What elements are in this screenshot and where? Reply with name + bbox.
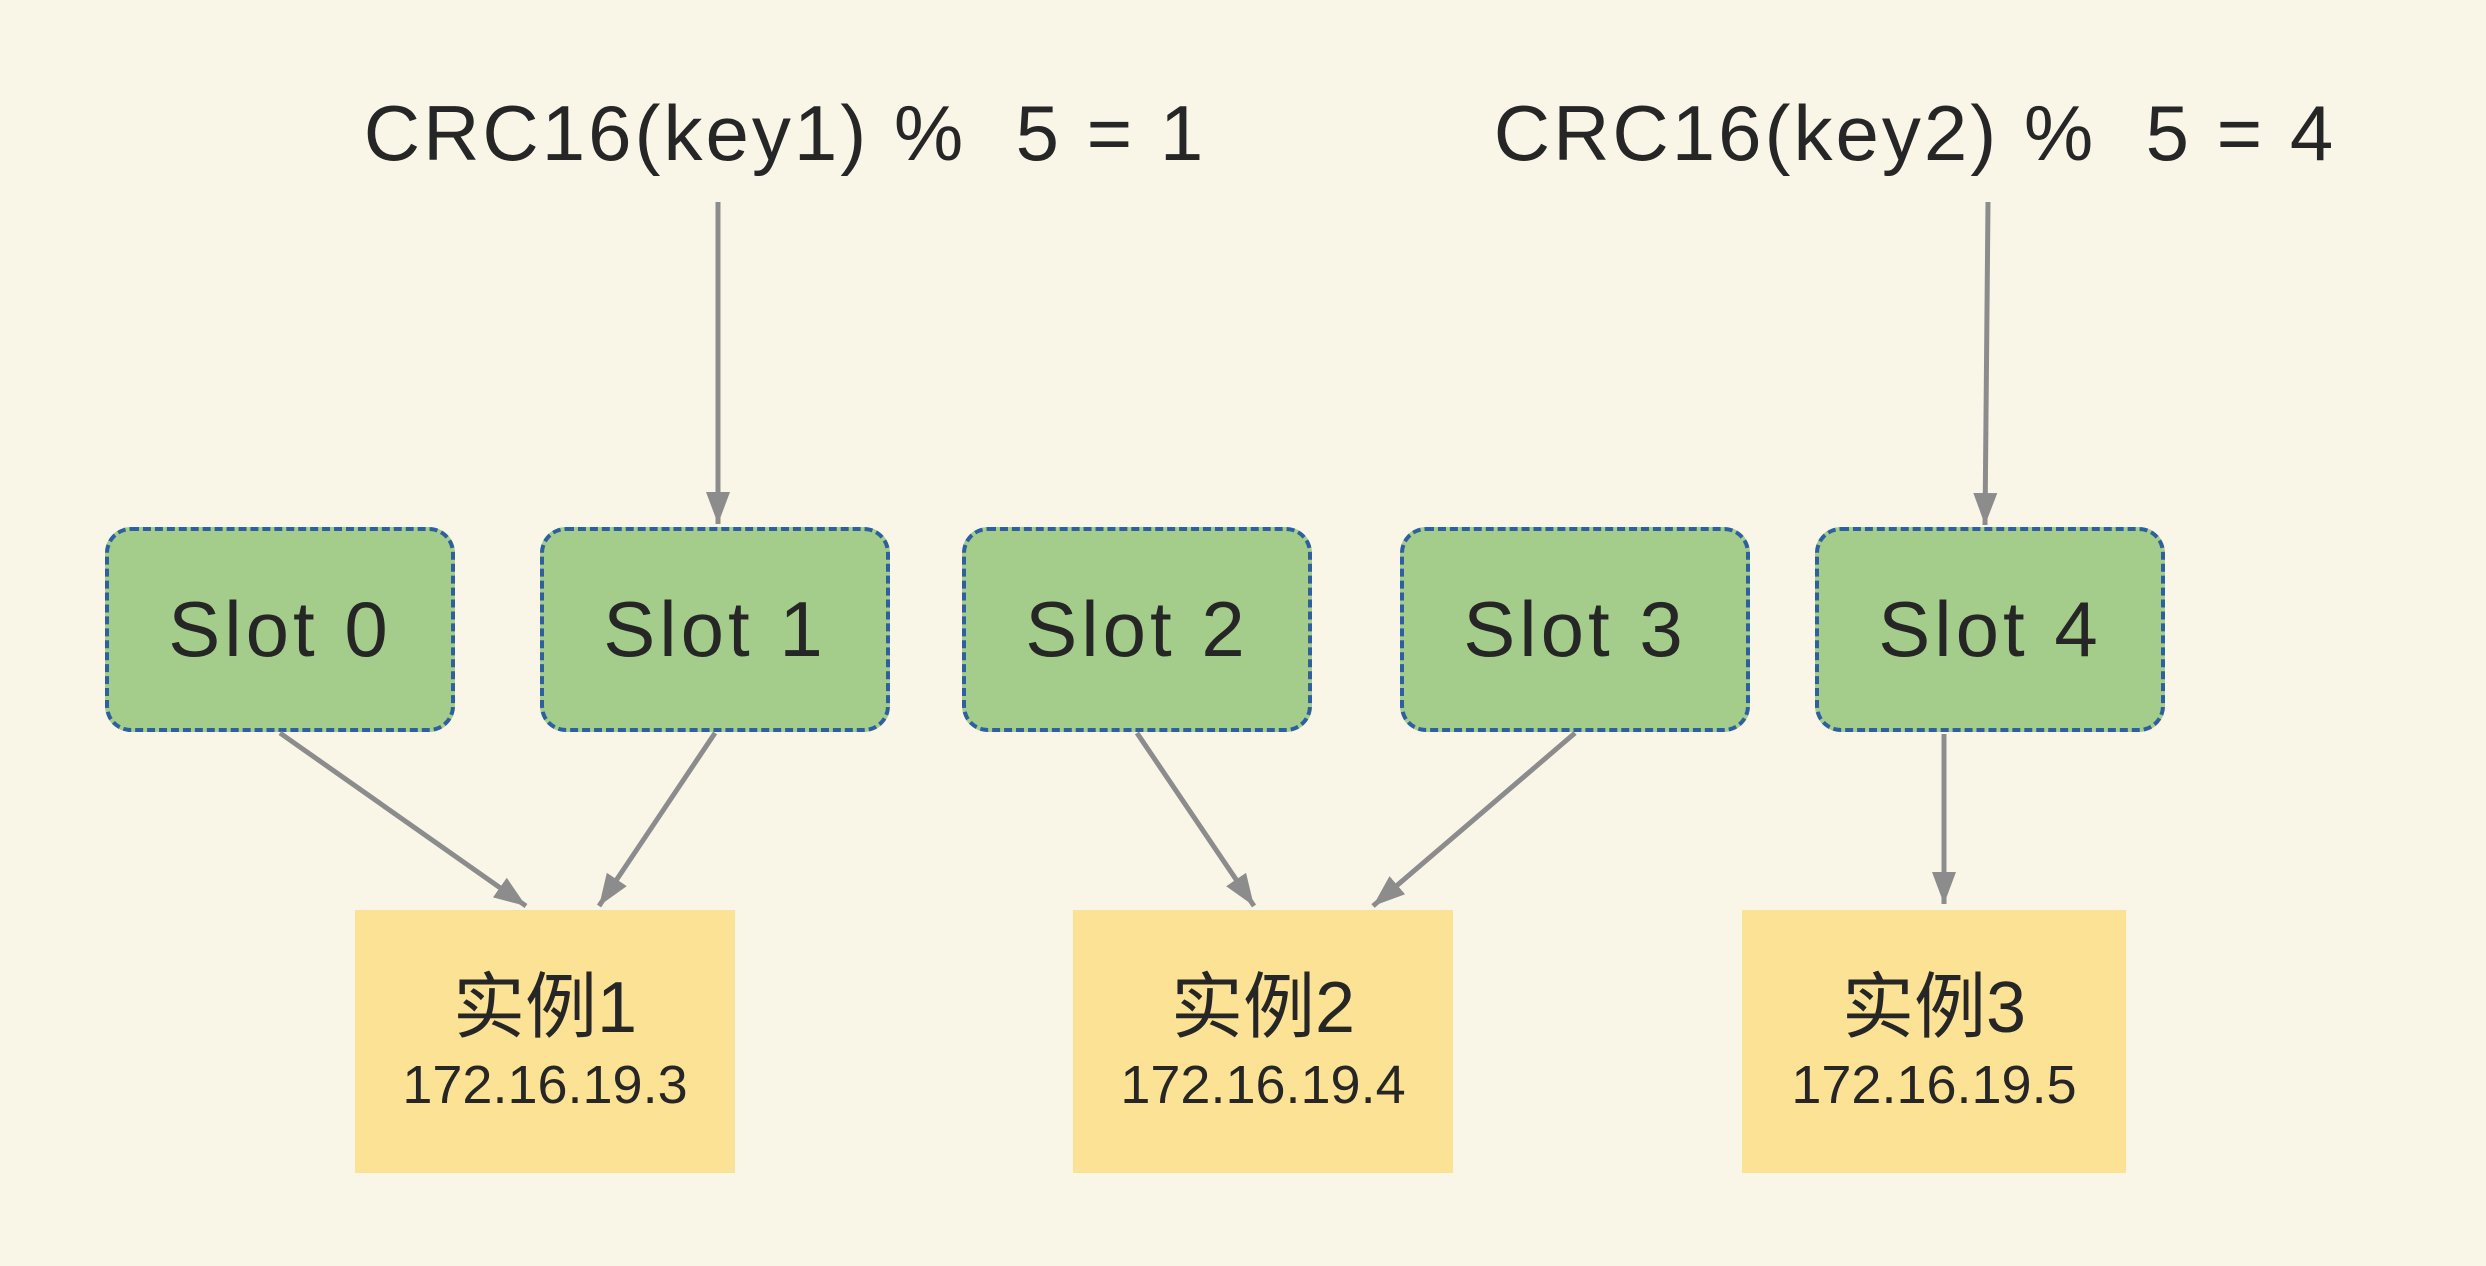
arrow-slot1-to-instance1 bbox=[596, 731, 718, 908]
slot-label-4: Slot 4 bbox=[1878, 585, 2102, 673]
slot-label-3: Slot 3 bbox=[1463, 585, 1687, 673]
slot-box-3: Slot 3 bbox=[1400, 527, 1750, 732]
instance-box-1: 实例1 172.16.19.3 bbox=[355, 910, 735, 1173]
arrow-key2-to-slot4 bbox=[1973, 201, 1998, 526]
slot-box-0: Slot 0 bbox=[105, 527, 455, 732]
slot-label-2: Slot 2 bbox=[1025, 585, 1249, 673]
instance-ip-3: 172.16.19.5 bbox=[1791, 1055, 2077, 1116]
slot-label-1: Slot 1 bbox=[603, 585, 827, 673]
instance-ip-2: 172.16.19.4 bbox=[1120, 1055, 1406, 1116]
arrow-slot2-to-instance2 bbox=[1134, 731, 1257, 908]
instance-name-3: 实例3 bbox=[1841, 968, 2027, 1049]
instance-name-2: 实例2 bbox=[1170, 968, 1356, 1049]
slot-box-1: Slot 1 bbox=[540, 527, 890, 732]
instance-ip-1: 172.16.19.3 bbox=[402, 1055, 688, 1116]
instance-box-3: 实例3 172.16.19.5 bbox=[1742, 910, 2126, 1173]
slot-box-2: Slot 2 bbox=[962, 527, 1312, 732]
arrow-slot0-to-instance1 bbox=[278, 730, 528, 909]
instance-name-1: 实例1 bbox=[452, 968, 638, 1049]
arrow-slot3-to-instance2 bbox=[1371, 731, 1577, 908]
slot-label-0: Slot 0 bbox=[168, 585, 392, 673]
hash-formula-label-key1: CRC16(key1) % 5 = 1 bbox=[363, 89, 1207, 177]
hash-formula-label-key2: CRC16(key2) % 5 = 4 bbox=[1493, 89, 2337, 177]
slot-box-4: Slot 4 bbox=[1815, 527, 2165, 732]
instance-box-2: 实例2 172.16.19.4 bbox=[1073, 910, 1453, 1173]
